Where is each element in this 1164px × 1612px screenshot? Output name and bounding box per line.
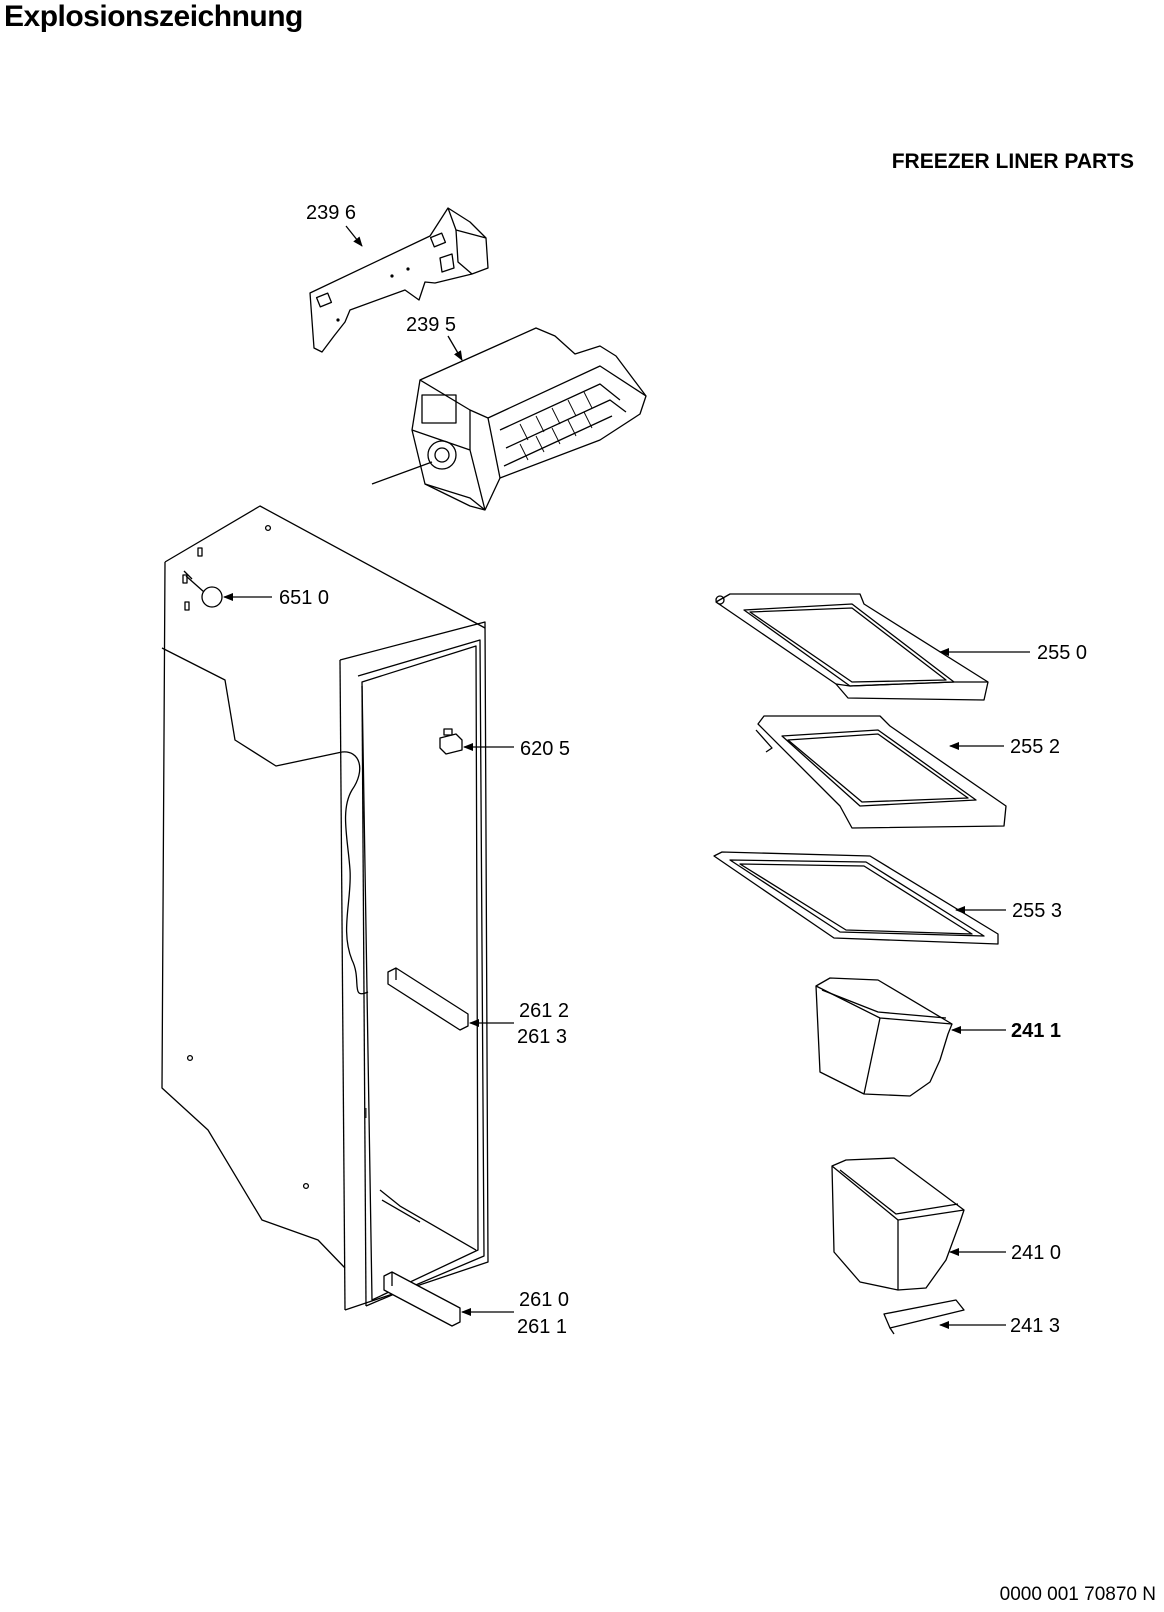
callout-2611: 261 1 (517, 1316, 567, 1338)
part-shelf-2553[interactable] (713, 851, 999, 945)
part-shelf-2550[interactable] (715, 593, 989, 701)
part-bin-2410[interactable] (831, 1157, 965, 1291)
part-rail-2612[interactable] (387, 967, 469, 1031)
callout-2413: 241 3 (1010, 1315, 1060, 1337)
callout-2610: 261 0 (519, 1289, 569, 1311)
part-switch-6205[interactable] (439, 728, 463, 755)
page-title: Explosionszeichnung (4, 0, 303, 33)
leader-lines (223, 225, 1030, 1329)
callout-6510: 651 0 (279, 587, 329, 609)
part-icemaker-2395[interactable] (371, 327, 647, 511)
part-bin-2411[interactable] (815, 977, 953, 1097)
callout-2395: 239 5 (406, 314, 456, 336)
document-code: 0000 001 70870 N (999, 1584, 1156, 1605)
part-freezer-liner (161, 505, 489, 1311)
callout-6205: 620 5 (520, 738, 570, 760)
callout-2411: 241 1 (1011, 1020, 1061, 1042)
part-clip-2413[interactable] (883, 1299, 965, 1335)
callout-2552: 255 2 (1010, 736, 1060, 758)
part-bracket-2396[interactable] (309, 207, 489, 353)
section-title: FREEZER LINER PARTS (891, 150, 1134, 173)
part-shelf-2552[interactable] (755, 715, 1007, 829)
callout-2410: 241 0 (1011, 1242, 1061, 1264)
callout-2550: 255 0 (1037, 642, 1087, 664)
part-bulb-6510[interactable] (183, 570, 223, 608)
callout-2613: 261 3 (517, 1026, 567, 1048)
callout-2553: 255 3 (1012, 900, 1062, 922)
callout-2396: 239 6 (306, 202, 356, 224)
callout-2612: 261 2 (519, 1000, 569, 1022)
part-rail-2610[interactable] (383, 1271, 461, 1327)
